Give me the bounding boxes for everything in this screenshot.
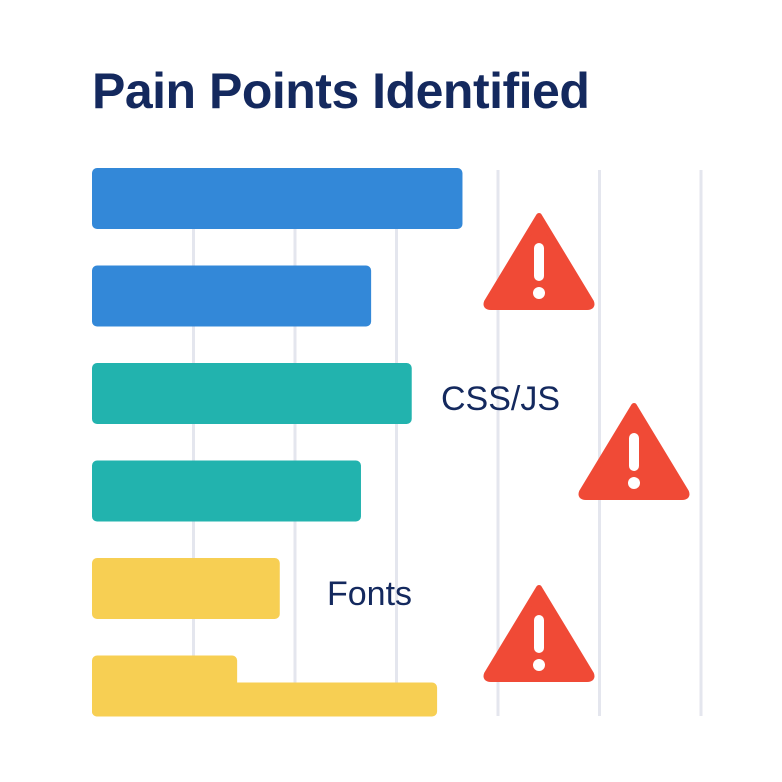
chart-title: Pain Points Identified <box>92 63 590 119</box>
bar <box>92 265 372 327</box>
bar <box>92 460 361 522</box>
warning-icons <box>483 213 690 682</box>
bar-segment <box>92 682 438 717</box>
warning-icon <box>483 585 595 682</box>
bar <box>92 363 412 424</box>
annotation-label: Fonts <box>327 575 412 613</box>
warning-icon <box>578 403 690 500</box>
bar <box>92 168 463 229</box>
grid-lines <box>192 170 703 716</box>
warning-icon <box>483 213 595 310</box>
bar <box>92 655 438 717</box>
bar <box>92 558 280 619</box>
bars <box>92 168 463 717</box>
annotations: CSS/JS Fonts <box>327 380 560 613</box>
annotation-label: CSS/JS <box>441 380 560 418</box>
